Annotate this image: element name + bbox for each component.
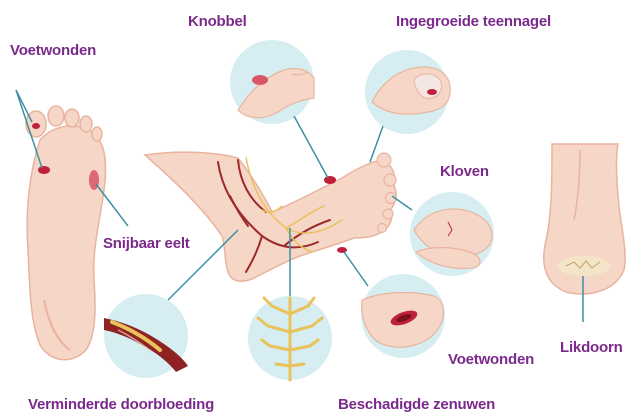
heel-view — [544, 144, 625, 294]
label-callus: Snijbaar eelt — [103, 235, 190, 253]
label-reduced-circulation: Verminderde doorbloeding — [28, 396, 214, 414]
wound-toe-mark — [32, 123, 40, 129]
inset-bunion — [230, 40, 314, 124]
label-fissures: Kloven — [440, 163, 489, 181]
foot-wound-mark — [337, 247, 347, 253]
label-ingrown-toenail: Ingegroeide teennagel — [396, 13, 551, 31]
inset-circulation — [104, 294, 188, 378]
label-foot-wounds-top: Voetwonden — [10, 42, 96, 60]
label-foot-wounds-bottom: Voetwonden — [448, 351, 534, 369]
inset-fissures — [410, 192, 494, 276]
foot-sole — [26, 106, 106, 360]
leg-and-foot — [145, 152, 397, 281]
inset-ingrown-toenail — [365, 50, 450, 134]
leader-foot-wounds-top-a — [16, 90, 32, 122]
leader-bunion — [294, 116, 328, 178]
label-corn: Likdoorn — [560, 339, 623, 357]
leader-foot-wounds-bottom — [344, 252, 368, 286]
inset-nerves — [248, 296, 332, 380]
label-bunion: Knobbel — [188, 13, 247, 31]
inset-foot-wound — [361, 274, 445, 358]
label-damaged-nerves: Beschadigde zenuwen — [338, 396, 495, 414]
wound-sole-mark — [38, 166, 50, 174]
bunion-mark — [324, 176, 336, 184]
